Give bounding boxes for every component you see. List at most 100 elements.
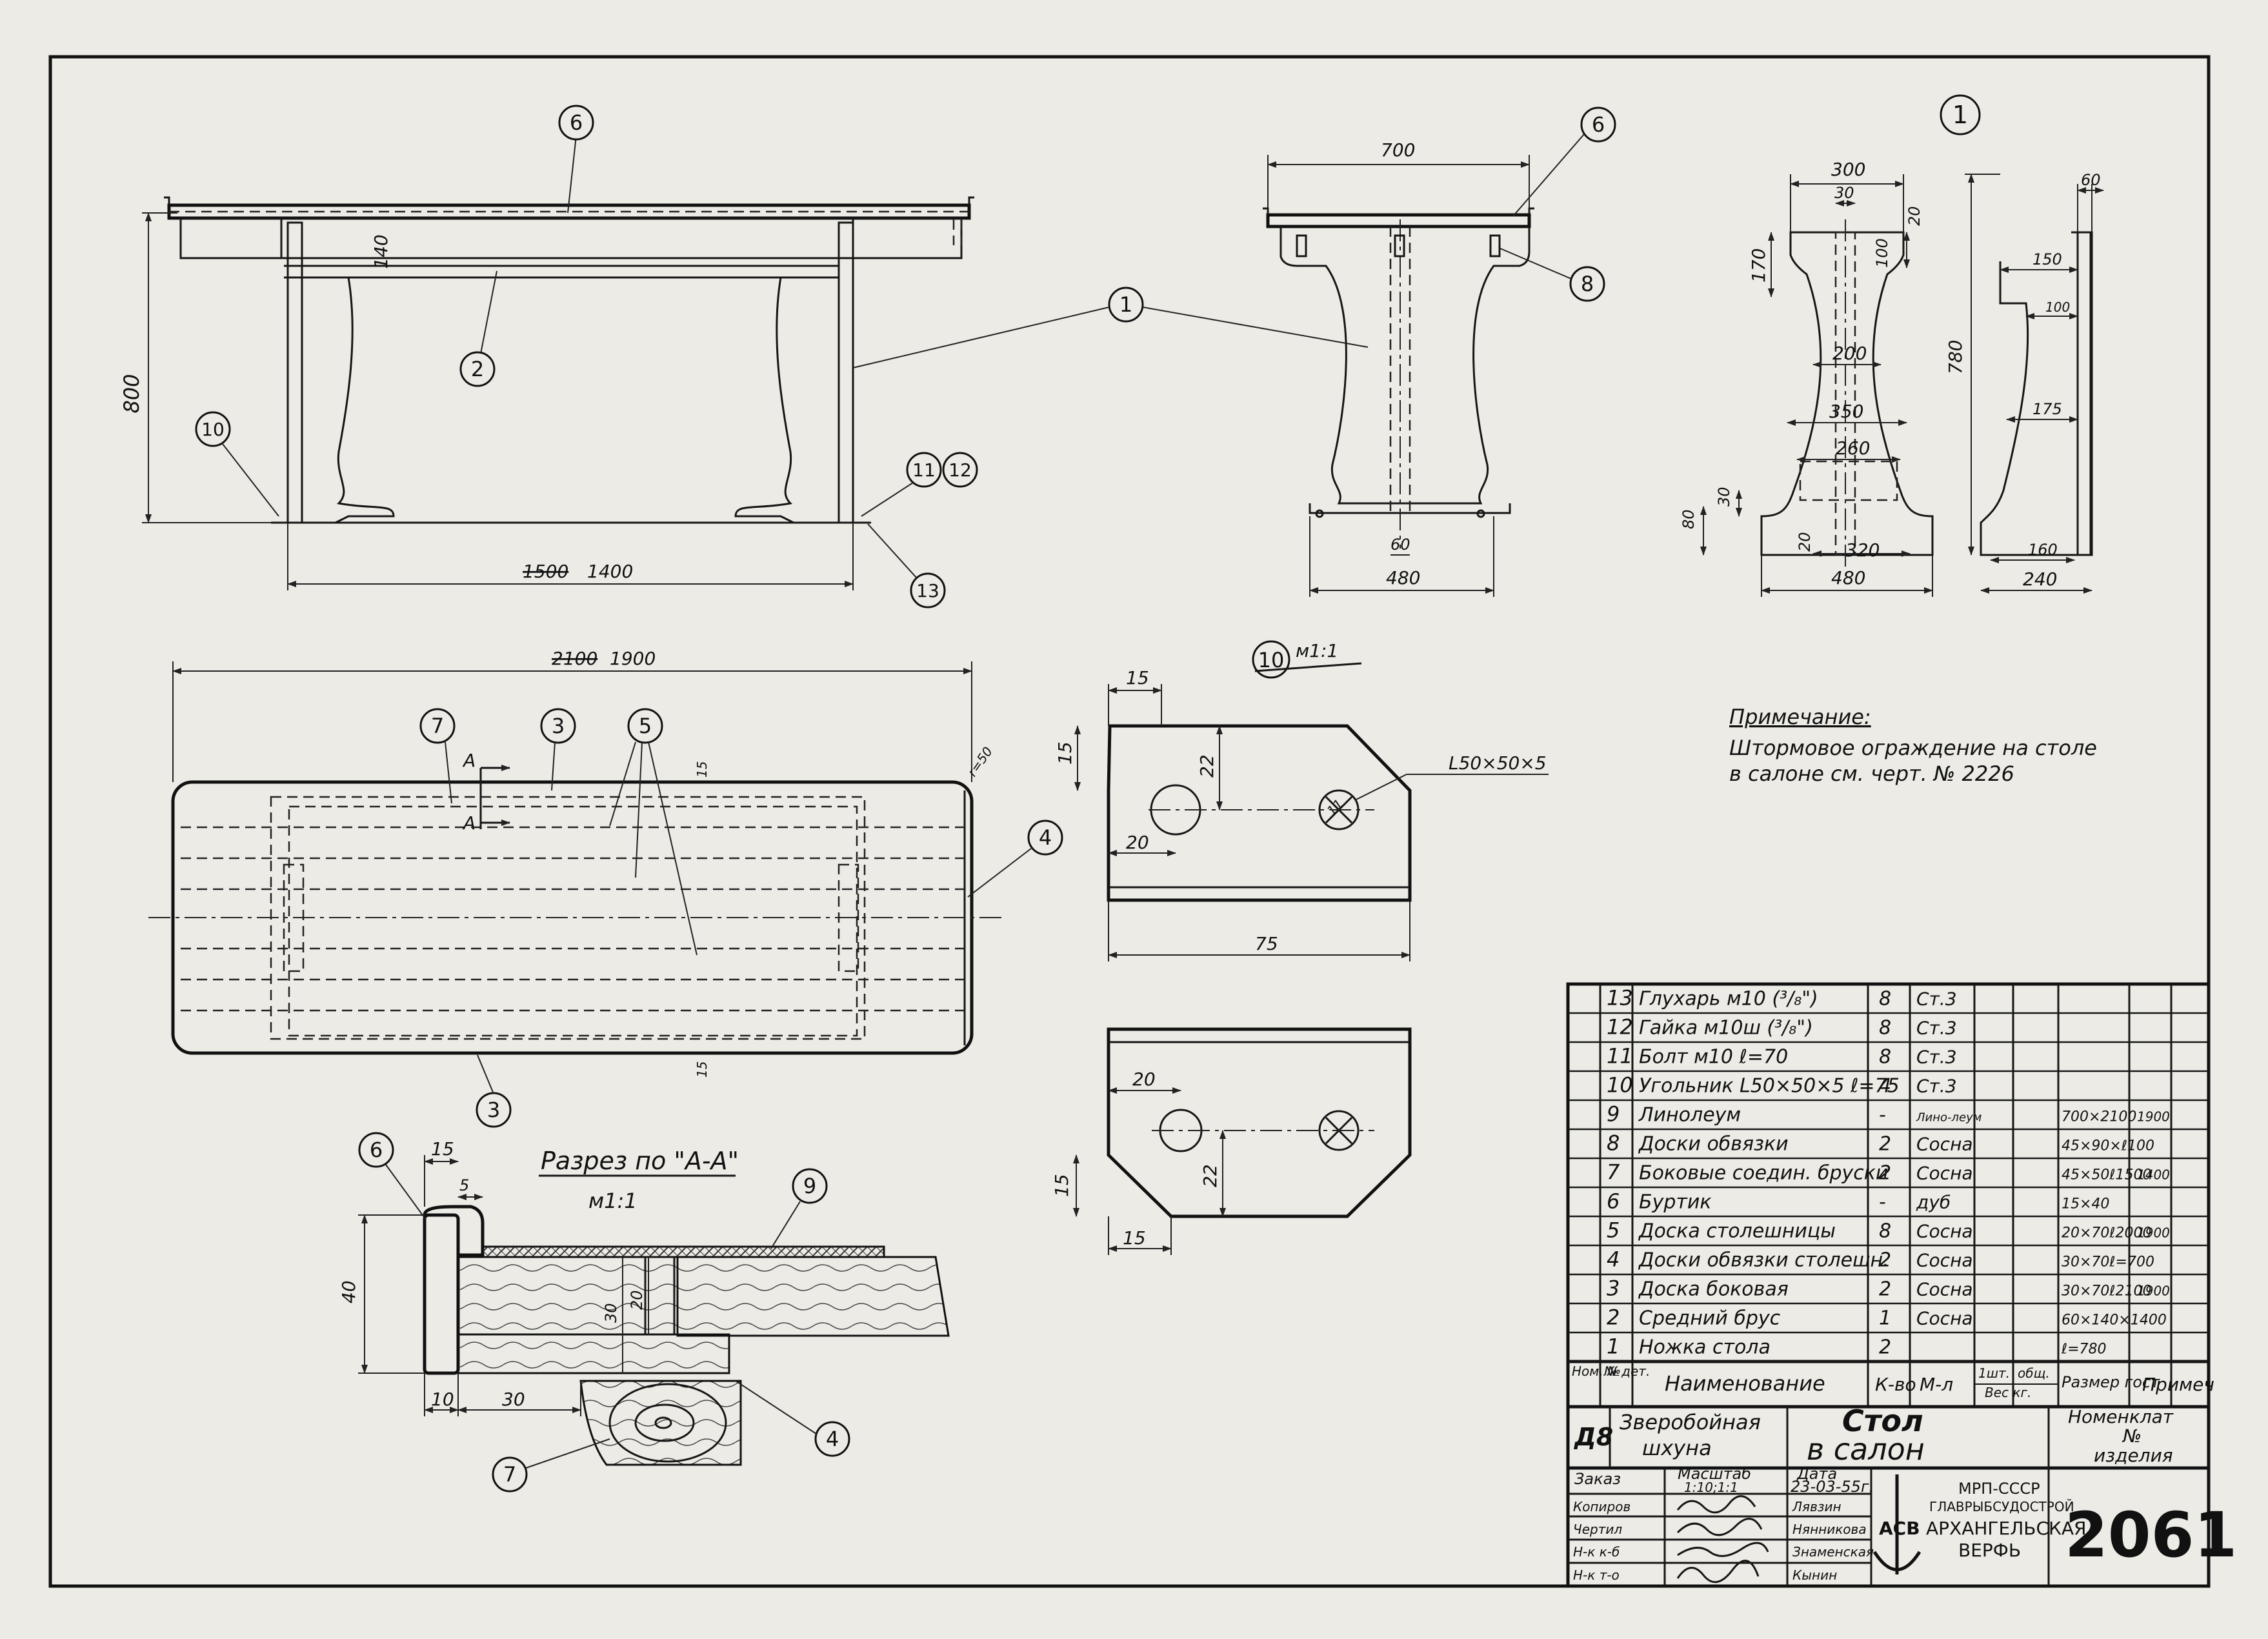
bom-name: Доска столешницы [1638,1220,1836,1242]
bom-pos: 1 [1607,1334,1620,1358]
note-title: Примечание: [1729,705,1871,729]
dim-plan-radius: r=50 [964,744,996,779]
section-mark-bottom: A [462,812,476,834]
balloon-side-8: 8 [1581,272,1594,296]
balloon-side-6: 6 [1592,112,1605,137]
anchor-logo: АСВ [1872,1474,1922,1574]
bom-pos: 4 [1607,1247,1620,1271]
section-scale: м1:1 [588,1189,637,1213]
bom-pos: 11 [1607,1043,1633,1068]
bom-name: Буртик [1639,1191,1711,1213]
bom-qty: 2 [1879,1132,1891,1155]
bom-header-wt2: общ. [2018,1365,2050,1381]
dim-angle-15d: 15 [1123,1227,1146,1249]
bom-size: 45×90×ℓ100 [2062,1138,2154,1154]
bom-name: Угольник L50×50×5 ℓ=75 [1639,1074,1900,1097]
dim-leg-30: 30 [1834,184,1854,202]
title-nomen-1: Номенклат [2068,1406,2174,1427]
dim-front-top: 140 [370,234,392,268]
name-copied: Лявзин [1792,1499,1841,1514]
bom-qty: 2 [1879,1161,1891,1184]
dim-leg-150: 150 [2032,250,2062,268]
bom-material: Лино-леум [1916,1111,1982,1124]
name-head-kb: Знаменская [1792,1544,1874,1560]
dim-leg-160: 160 [2028,541,2058,559]
dim-front-length-old: 1500 [523,561,568,582]
role-drawn: Чертил [1573,1522,1622,1537]
balloon-plan-5: 5 [639,714,652,738]
bom-header-qty: К-во [1875,1374,1916,1395]
bom-pos: 9 [1607,1101,1620,1126]
balloon-section-6: 6 [370,1138,383,1162]
dim-leg-350: 350 [1829,401,1863,422]
bom-material: Сосна [1916,1133,1973,1154]
bom-qty: 2 [1879,1249,1891,1271]
dim-leg-320: 320 [1845,539,1880,561]
bom-name: Доска боковая [1638,1278,1789,1300]
title-order: Заказ [1574,1470,1621,1488]
title-vessel-2: шхуна [1642,1436,1712,1460]
bom-material: дуб [1916,1191,1951,1212]
bom-qty: 8 [1879,1045,1891,1068]
bom-header-mat: М-л [1920,1374,1953,1395]
balloon-plan-7: 7 [431,714,444,738]
bom-header-det: № дет. [1603,1363,1650,1379]
plan-view: 2100 1900 r=50 15 15 A A 7 3 5 4 3 [148,648,1063,1128]
dim-plan-length-old: 2100 [552,648,597,669]
signature-2 [1676,1518,1763,1536]
balloon-front-12: 12 [948,459,972,481]
title-nomen-3: изделия [2094,1445,2173,1466]
bom-pos: 6 [1607,1189,1620,1213]
dim-angle-20b: 20 [1132,1069,1156,1090]
title-block: Д8 Зверобойная шхуна Стол в салон Номенк… [1566,1403,2237,1588]
bom-header-size: Размер гост [2062,1373,2160,1391]
bom-material: Ст.3 [1916,988,1957,1009]
bom-pos: 13 [1607,985,1633,1010]
dim-front-height: 800 [119,374,144,413]
drawing-circle-label: 1 [1952,101,1968,129]
dim-plan-gap-bottom: 15 [694,1061,710,1078]
balloon-front-2: 2 [471,357,484,381]
dim-leg-20: 20 [1905,206,1923,226]
title-vessel-1: Зверобойная [1620,1410,1761,1434]
title-scale-label: Масштаб [1678,1465,1751,1483]
dim-leg-480: 480 [1831,567,1865,588]
dim-leg-100b: 100 [2045,299,2070,315]
balloon-front-10: 10 [201,419,225,440]
drawing-number: 2061 [2065,1499,2237,1571]
bom-name: Болт м10 ℓ=70 [1639,1045,1788,1068]
balloon-front-6: 6 [570,110,583,135]
leg-detail: 1 300 30 20 100 170 200 350 260 80 30 20… [1680,94,2104,597]
bom-size: 30×70ℓ=700 [2062,1254,2154,1270]
title-name-1: Стол [1842,1403,1923,1438]
bom-name: Гайка м10ш (³/₈") [1639,1016,1813,1039]
angle-detail: 10 м1:1 11 15 15 22 20 75 L50×50×5 [1051,640,1549,1255]
bom-name: Доски обвязки столешн. [1638,1249,1889,1271]
balloon-front-1: 1 [1119,292,1132,317]
dim-section-20: 20 [628,1290,646,1310]
note-line-1: Штормовое ограждение на столе [1729,736,2097,760]
org-line-1: МРП-СССР [1958,1480,2040,1498]
bom-name: Глухарь м10 (³/₈") [1639,987,1818,1010]
bom-material: Ст.3 [1916,1046,1957,1067]
dim-leg-100: 100 [1873,238,1891,268]
bom-size-new: 1900 [2137,1283,2170,1298]
org-line-3: АРХАНГЕЛЬСКАЯ [1926,1518,2087,1539]
bom-size: 45×50ℓ1500 [2062,1167,2152,1183]
dim-side-base: 480 [1386,567,1420,588]
title-name-2: в салон [1807,1432,1925,1467]
bom-size: 30×70ℓ2100 [2062,1283,2152,1299]
signature-3 [1677,1542,1769,1557]
role-head-to: Н-к т-о [1573,1567,1620,1583]
bom-qty: 8 [1879,1016,1891,1039]
balloon-section-7: 7 [503,1462,516,1487]
balloon-section-9: 9 [803,1174,816,1198]
bom-pos: 12 [1607,1014,1633,1039]
note-line-2: в салоне см. черт. № 2226 [1729,761,2014,786]
bom-qty: 4 [1879,1074,1891,1097]
dim-angle-15b: 15 [1054,741,1076,765]
dim-leg-780: 780 [1945,340,1966,374]
